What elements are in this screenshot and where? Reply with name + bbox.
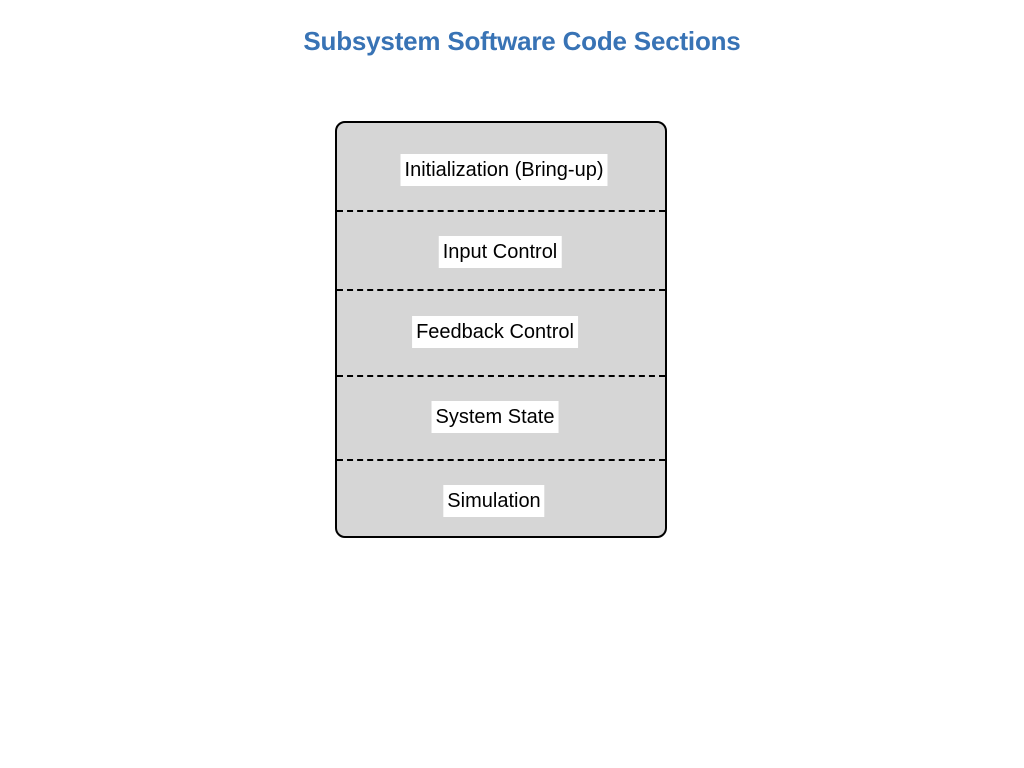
section-divider <box>337 375 665 377</box>
section-divider <box>337 289 665 291</box>
section-label-simulation: Simulation <box>443 485 545 517</box>
section-label-feedback-control: Feedback Control <box>412 316 578 348</box>
section-label-system-state: System State <box>431 401 559 433</box>
code-sections-stack: Initialization (Bring-up) Input Control … <box>335 121 667 538</box>
slide-title: Subsystem Software Code Sections <box>303 26 741 56</box>
section-label-input-control: Input Control <box>438 236 562 268</box>
section-label-initialization: Initialization (Bring-up) <box>400 154 608 186</box>
section-divider <box>337 459 665 461</box>
section-divider <box>337 210 665 212</box>
